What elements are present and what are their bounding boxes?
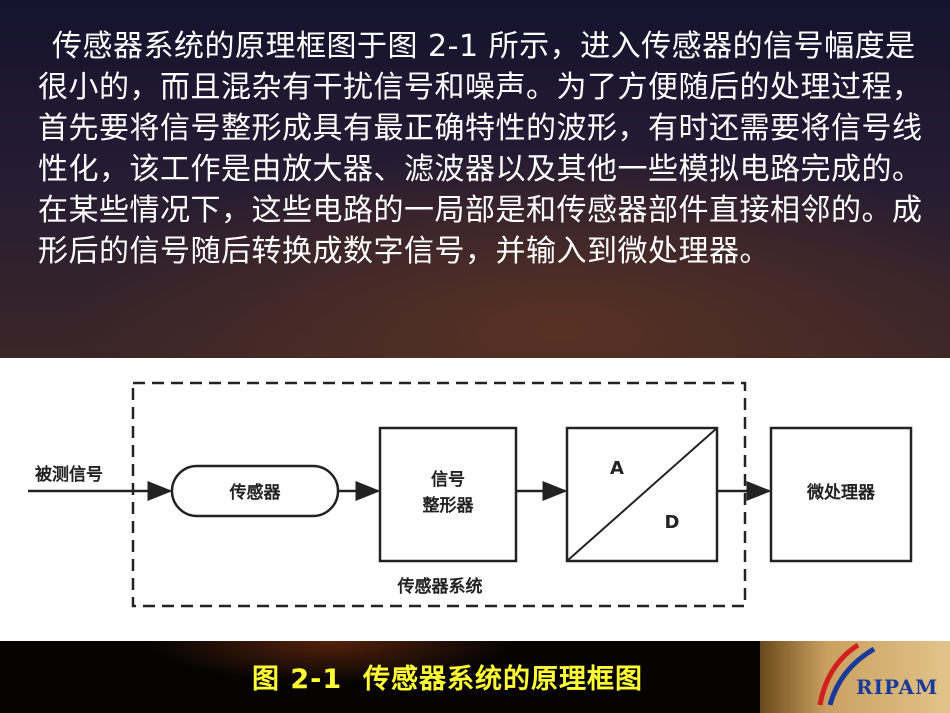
shaper-label-line2: 整形器 xyxy=(423,495,475,516)
adc-label-a: A xyxy=(610,458,624,479)
adc-diagonal xyxy=(566,427,718,562)
body-paragraph: 传感器系统的原理框图于图 2-1 所示，进入传感器的信号幅度是很小的，而且混杂有… xyxy=(38,29,923,269)
system-boundary xyxy=(131,381,747,608)
slide-background xyxy=(0,0,950,358)
block-diagram: 被测信号 传感器 信号 整形器 A D 微处理器 传感器系统 xyxy=(0,358,950,641)
signal-shaper-block xyxy=(378,426,518,563)
microprocessor-label: 微处理器 xyxy=(806,482,876,503)
microprocessor-block xyxy=(769,426,913,563)
adc-label-d: D xyxy=(665,512,680,533)
ripam-logo-mark xyxy=(817,642,876,706)
shaper-label-line1: 信号 xyxy=(431,469,465,490)
sensor-label: 传感器 xyxy=(229,482,282,503)
figure-caption: 图 2-1 传感器系统的原理框图 xyxy=(252,664,643,695)
logo-text: RIPAM xyxy=(856,675,939,699)
block-diagram-svg: 被测信号 传感器 信号 整形器 A D 微处理器 传感器系统 xyxy=(28,381,913,608)
caption-bar: 图 2-1 传感器系统的原理框图 RIPAM xyxy=(0,641,950,713)
input-signal-label: 被测信号 xyxy=(35,464,103,485)
ripam-logo: RIPAM xyxy=(760,641,950,713)
system-label: 传感器系统 xyxy=(397,576,483,597)
